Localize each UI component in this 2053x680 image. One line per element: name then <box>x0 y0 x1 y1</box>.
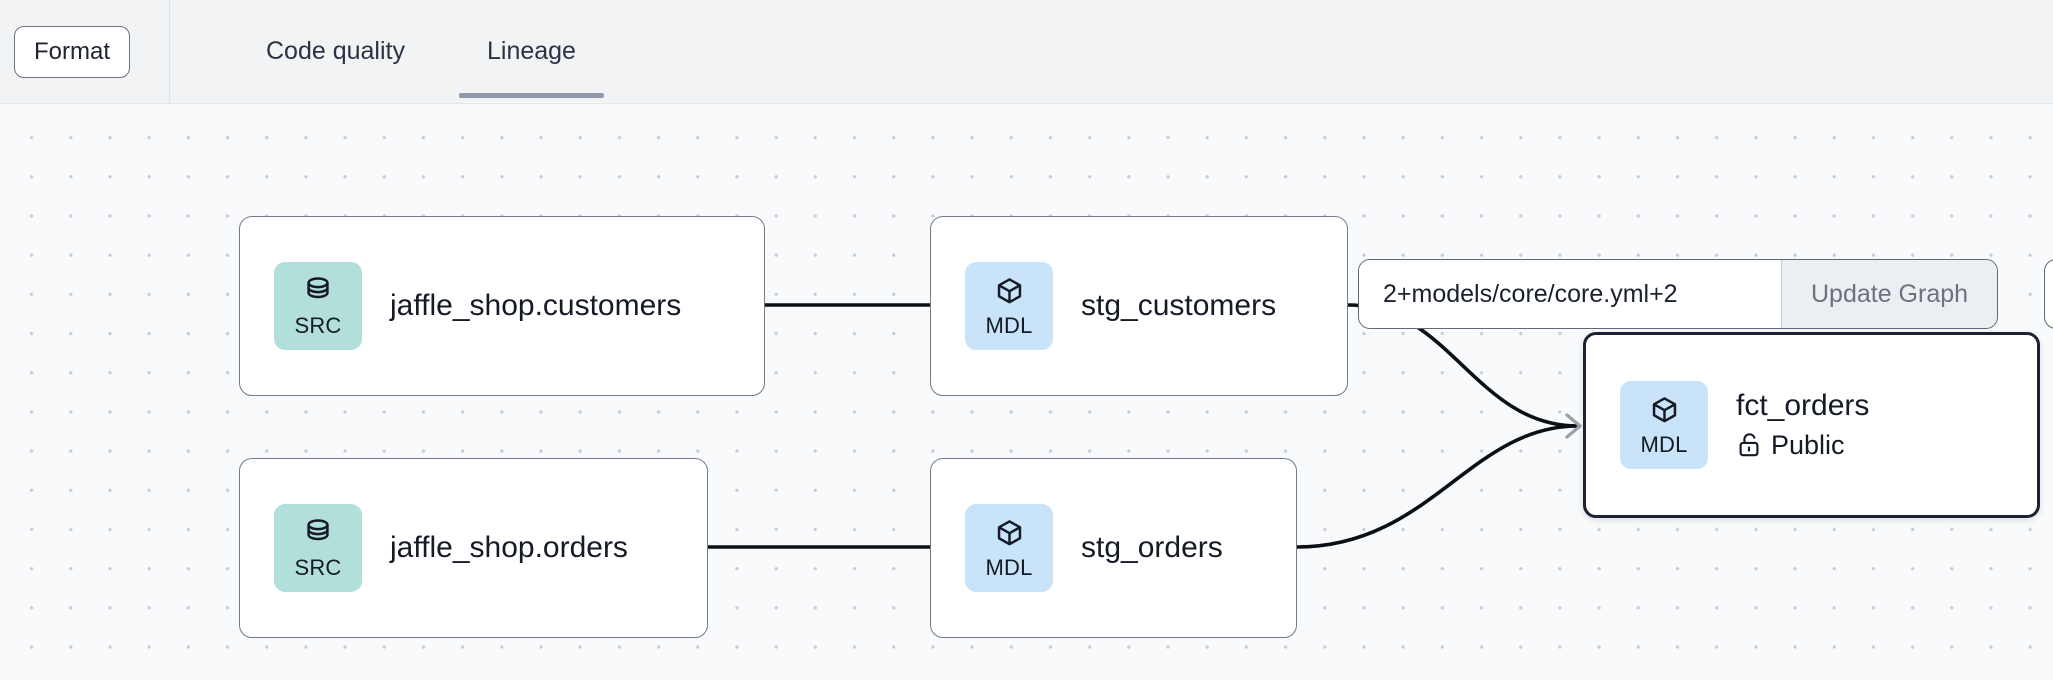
node-title: stg_orders <box>1081 530 1223 564</box>
node-badge-label: MDL <box>985 312 1033 338</box>
node-title: fct_orders <box>1736 389 1870 423</box>
node-access: Public <box>1736 430 1869 461</box>
node-body: jaffle_shop.orders <box>390 531 628 566</box>
tab-lineage-label: Lineage <box>486 37 576 65</box>
node-badge-mdl: MDL <box>965 504 1053 592</box>
node-access-label: Public <box>1771 429 1845 460</box>
cube-icon <box>997 277 1021 303</box>
database-icon <box>307 518 329 540</box>
node-badge-mdl: MDL <box>965 262 1053 350</box>
graph-selector-input[interactable] <box>1359 260 1781 328</box>
node-body: stg_orders <box>1081 531 1223 566</box>
tab-bar: Code quality Lineage <box>170 0 630 104</box>
node-title: jaffle_shop.customers <box>390 288 682 322</box>
cube-icon <box>997 519 1021 545</box>
unlock-icon <box>1739 433 1759 457</box>
cube-icon <box>1652 396 1676 422</box>
node-badge-label: MDL <box>1640 431 1688 457</box>
tab-code-quality[interactable]: Code quality <box>238 0 433 104</box>
tab-underline-active <box>458 92 604 98</box>
node-badge-label: SRC <box>294 554 342 580</box>
format-section: Format <box>0 0 170 104</box>
tab-lineage[interactable]: Lineage <box>458 0 604 104</box>
database-icon <box>307 276 329 298</box>
lineage-node-stg-orders[interactable]: MDL stg_orders <box>930 458 1297 638</box>
node-badge-label: MDL <box>985 554 1033 580</box>
node-badge-mdl: MDL <box>1620 381 1708 469</box>
graph-overflow-control[interactable] <box>2044 259 2053 329</box>
format-button[interactable]: Format <box>14 25 131 78</box>
edge-stg-orders-to-fct-orders <box>1296 413 1582 549</box>
node-badge-label: SRC <box>294 312 342 338</box>
node-badge-src: SRC <box>274 504 362 592</box>
graph-selector-group: Update Graph <box>1358 259 1999 329</box>
node-badge-src: SRC <box>274 262 362 350</box>
node-body: jaffle_shop.customers <box>390 289 681 324</box>
node-title: jaffle_shop.orders <box>390 530 628 564</box>
update-graph-button[interactable]: Update Graph <box>1781 260 1998 328</box>
node-body: fct_orders Public <box>1736 389 1869 461</box>
node-body: stg_customers <box>1081 289 1276 324</box>
lineage-canvas[interactable]: SRC jaffle_shop.customers MDL stg_custom… <box>0 104 2053 680</box>
page-header: Format Code quality Lineage <box>0 0 2053 104</box>
lineage-node-fct-orders[interactable]: MDL fct_orders Public <box>1583 332 2040 518</box>
tab-code-quality-label: Code quality <box>266 37 405 65</box>
lineage-node-jaffle-shop-orders[interactable]: SRC jaffle_shop.orders <box>239 458 708 638</box>
tab-underline-inactive <box>238 93 433 98</box>
node-title: stg_customers <box>1081 288 1277 322</box>
lineage-node-jaffle-shop-customers[interactable]: SRC jaffle_shop.customers <box>239 216 765 396</box>
lineage-node-stg-customers[interactable]: MDL stg_customers <box>930 216 1348 396</box>
